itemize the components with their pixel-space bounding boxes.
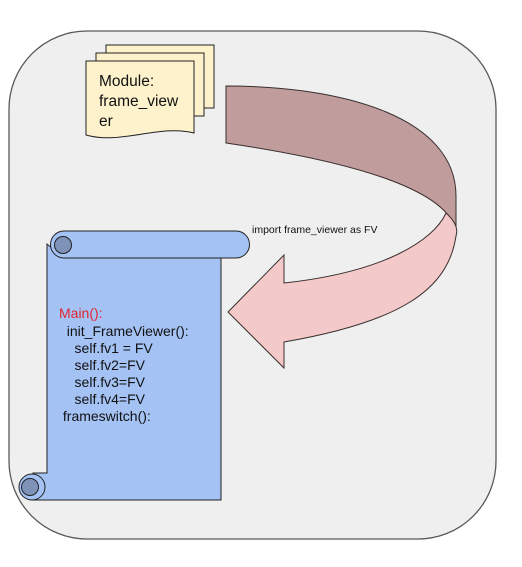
import-label: import frame_viewer as FV [252, 224, 377, 236]
module-line-2: frame_view [99, 93, 179, 110]
scroll-heading: Main(): [59, 305, 103, 321]
code-line-1: init_FrameViewer(): [59, 323, 189, 339]
curved-arrow-head [227, 212, 458, 370]
scroll-top-roll [50, 230, 250, 259]
code-line-7: frameswitch(): [59, 408, 151, 424]
module-line-3: er [99, 113, 113, 130]
code-line-2: self.fv1 = FV [59, 340, 153, 356]
module-document-stack: Module: frame_view er [85, 44, 215, 139]
curved-arrow-top-band [225, 85, 457, 237]
code-line-4: self.fv3=FV [59, 374, 146, 390]
module-line-1: Module: [99, 73, 154, 90]
document-front [85, 60, 195, 139]
main-scroll: Main(): init_FrameViewer(): self.fv1 = F… [18, 230, 250, 501]
code-line-5: self.fv4=FV [59, 391, 146, 407]
scroll-code: init_FrameViewer(): self.fv1 = FV self.f… [59, 323, 216, 424]
scroll-top-curl [54, 236, 72, 254]
module-text: Module: frame_view er [99, 73, 183, 130]
scroll-bottom-curl-inner [21, 478, 39, 496]
code-line-3: self.fv2=FV [59, 357, 146, 373]
